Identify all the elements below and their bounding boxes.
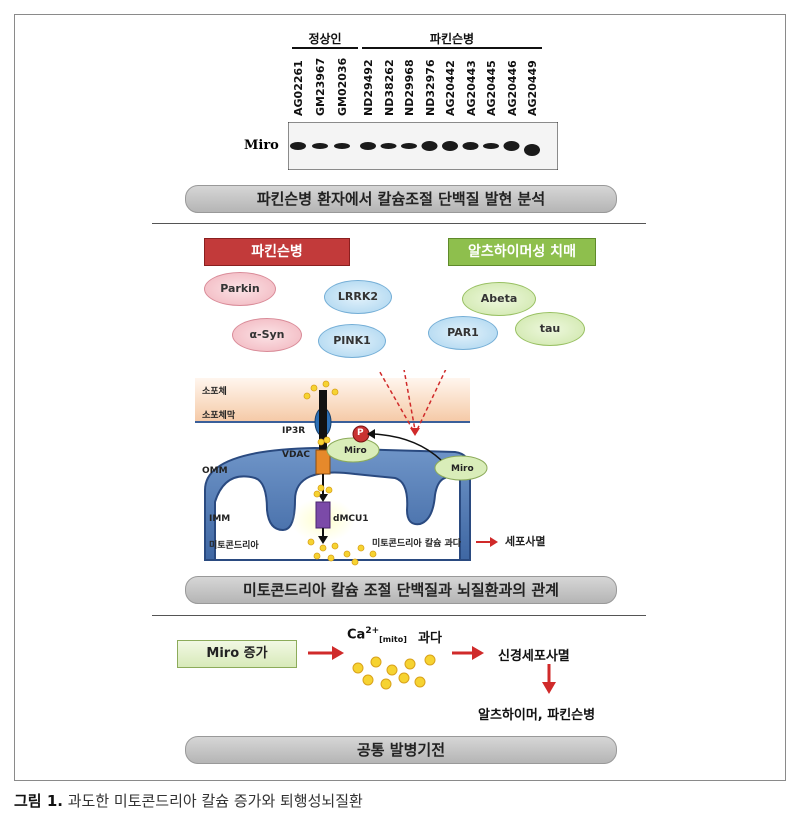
- asyn-oval: α-Syn: [232, 318, 302, 352]
- group-line-pd: [362, 47, 542, 49]
- group-label-pd: 파킨슨병: [429, 32, 475, 46]
- blot-band: [462, 142, 479, 150]
- pathway-banner: 공통 발병기전: [185, 736, 617, 764]
- ca-text: Ca: [347, 627, 366, 643]
- group-line-normal: [292, 47, 358, 49]
- miro-increase-box: Miro 증가: [177, 640, 297, 668]
- blot-band: [401, 143, 417, 149]
- label-imm: IMM: [209, 514, 231, 524]
- sample-label: ND29968: [403, 59, 416, 116]
- label-vdac: VDAC: [282, 450, 311, 460]
- caption-label: 그림 1.: [14, 792, 63, 810]
- western-blot: [288, 122, 558, 170]
- sample-label: AG02261: [292, 60, 305, 116]
- blot-band: [290, 142, 306, 150]
- blot-banner: 파킨슨병 환자에서 칼슘조절 단백질 발현 분석: [185, 185, 617, 213]
- abeta-oval: Abeta: [462, 282, 536, 316]
- sample-label: ND32976: [423, 59, 437, 116]
- blot-band: [421, 141, 438, 151]
- par1-oval: PAR1: [428, 316, 498, 350]
- cell-diagram: [195, 370, 498, 566]
- label-mitochondria: 미토콘드리아: [209, 541, 259, 551]
- mechanism-banner: 미토콘드리아 칼슘 조절 단백질과 뇌질환과의 관계: [185, 576, 617, 604]
- phospho-label: P: [357, 428, 364, 438]
- blot-row-label: Miro: [244, 138, 279, 153]
- label-dmcu1: dMCU1: [333, 514, 369, 524]
- diseases-label: 알츠하이머, 파킨슨병: [478, 708, 596, 723]
- sample-label: AG20442: [444, 60, 457, 116]
- lrrk2-oval: LRRK2: [324, 280, 392, 314]
- label-overload: 미토콘드리아 칼슘 과다: [372, 539, 462, 549]
- blot-band: [483, 143, 499, 149]
- sample-label: AG20443: [464, 60, 478, 116]
- sample-label: AG20446: [505, 60, 519, 116]
- blot-band: [503, 141, 520, 151]
- sample-label: AG20449: [526, 60, 539, 116]
- miro-free-label: Miro: [451, 464, 474, 474]
- sample-label: GM02036: [336, 57, 349, 116]
- divider-bottom: [152, 615, 646, 616]
- blot-band: [334, 143, 350, 149]
- ad-header: 알츠하이머성 치매: [448, 238, 596, 266]
- miro-bound-label: Miro: [344, 446, 367, 456]
- label-soma-membrane: 소포체막: [202, 411, 236, 421]
- sample-label: AG20445: [485, 60, 498, 116]
- pink1-oval: PINK1: [318, 324, 386, 358]
- divider-top: [152, 223, 646, 224]
- pathway-arrows: [308, 646, 556, 694]
- ca-label: Ca2+[mito]: [347, 626, 407, 644]
- group-label-normal: 정상인: [308, 32, 342, 46]
- pd-header: 파킨슨병: [204, 238, 350, 266]
- blot-band: [360, 142, 376, 150]
- parkin-oval: Parkin: [204, 272, 276, 306]
- blot-band: [442, 141, 458, 151]
- neuron-death-label: 신경세포사멸: [498, 649, 570, 664]
- blot-band: [524, 144, 540, 156]
- sample-label: GM23967: [314, 57, 327, 116]
- blot-band: [380, 143, 397, 149]
- blot-band: [312, 143, 328, 149]
- excess-label: 과다: [418, 631, 442, 646]
- sample-label: ND29492: [362, 59, 375, 116]
- label-soma: 소포체: [202, 387, 227, 397]
- figure-caption: 그림 1. 과도한 미토콘드리아 칼슘 증가와 퇴행성뇌질환: [14, 790, 363, 811]
- tau-oval: tau: [515, 312, 585, 346]
- caption-text: 과도한 미토콘드리아 칼슘 증가와 퇴행성뇌질환: [62, 792, 363, 810]
- label-apoptosis: 세포사멸: [505, 535, 546, 548]
- label-omm: OMM: [202, 466, 228, 476]
- ca-sup: 2+: [365, 626, 380, 636]
- ca-sub: [mito]: [379, 634, 407, 644]
- label-ip3r: IP3R: [282, 426, 306, 436]
- sample-label: ND38262: [382, 59, 396, 116]
